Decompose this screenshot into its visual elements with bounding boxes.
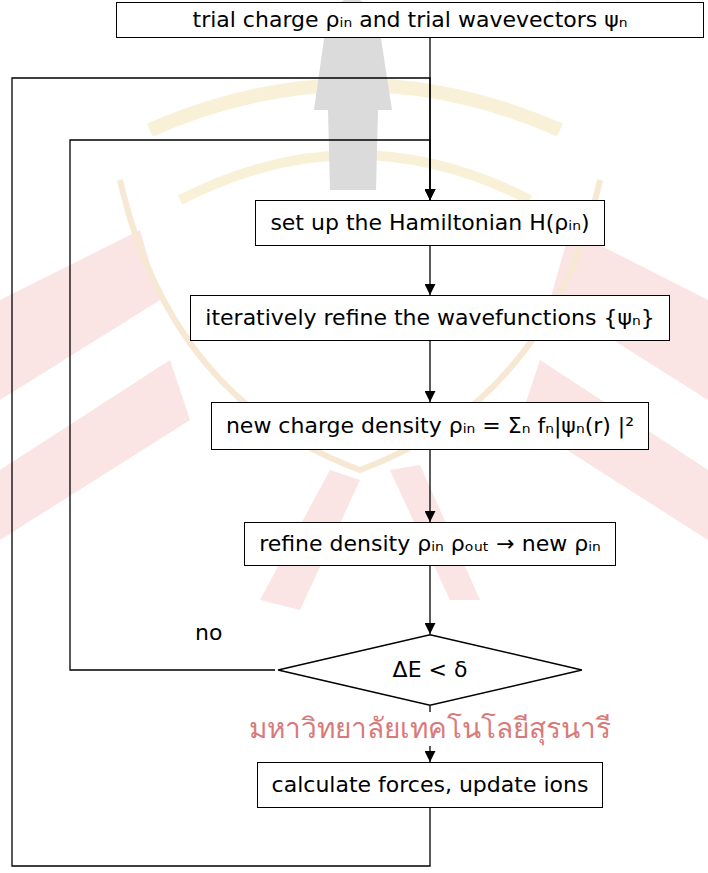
- start-box: trial charge ρᵢₙ and trial wavevectors ψ…: [116, 2, 704, 38]
- node-text: trial charge ρᵢₙ and trial wavevectors ψ…: [193, 7, 628, 33]
- node-text: ΔE < δ: [393, 657, 468, 683]
- process-box: iteratively refine the wavefunctions {ψₙ…: [190, 295, 669, 341]
- decision-diamond: ΔE < δ: [275, 634, 585, 706]
- diamond-shape: [278, 635, 582, 706]
- process-box: calculate forces, update ions: [257, 762, 604, 808]
- node-text: iteratively refine the wavefunctions {ψₙ…: [205, 305, 654, 331]
- flow-arrow: [429, 341, 430, 402]
- flow-arrow: [429, 450, 430, 522]
- flow-arrow: [429, 246, 430, 295]
- process-box: refine density ρᵢₙ ρₒᵤₜ → new ρᵢₙ: [244, 522, 616, 566]
- watermark-figure-body: [314, 32, 392, 190]
- node-text: refine density ρᵢₙ ρₒᵤₜ → new ρᵢₙ: [259, 531, 601, 557]
- watermark-ray: [0, 360, 190, 540]
- flow-arrow: [429, 566, 430, 634]
- process-box: new charge density ρᵢₙ = Σₙ fₙ|ψₙ(r) |²: [211, 402, 649, 450]
- node-text: new charge density ρᵢₙ = Σₙ fₙ|ψₙ(r) |²: [226, 413, 634, 439]
- watermark-ray: [520, 360, 708, 540]
- edge-label: no: [192, 620, 225, 645]
- process-box: set up the Hamiltonian H(ρᵢₙ): [255, 200, 604, 246]
- flow-arrow: [12, 78, 430, 866]
- watermark-text: มหาวิทยาลัยเทคโนโลยีสุรนารี: [246, 712, 614, 746]
- node-text: calculate forces, update ions: [272, 772, 589, 798]
- node-text: set up the Hamiltonian H(ρᵢₙ): [270, 210, 589, 236]
- watermark-ray: [0, 230, 160, 400]
